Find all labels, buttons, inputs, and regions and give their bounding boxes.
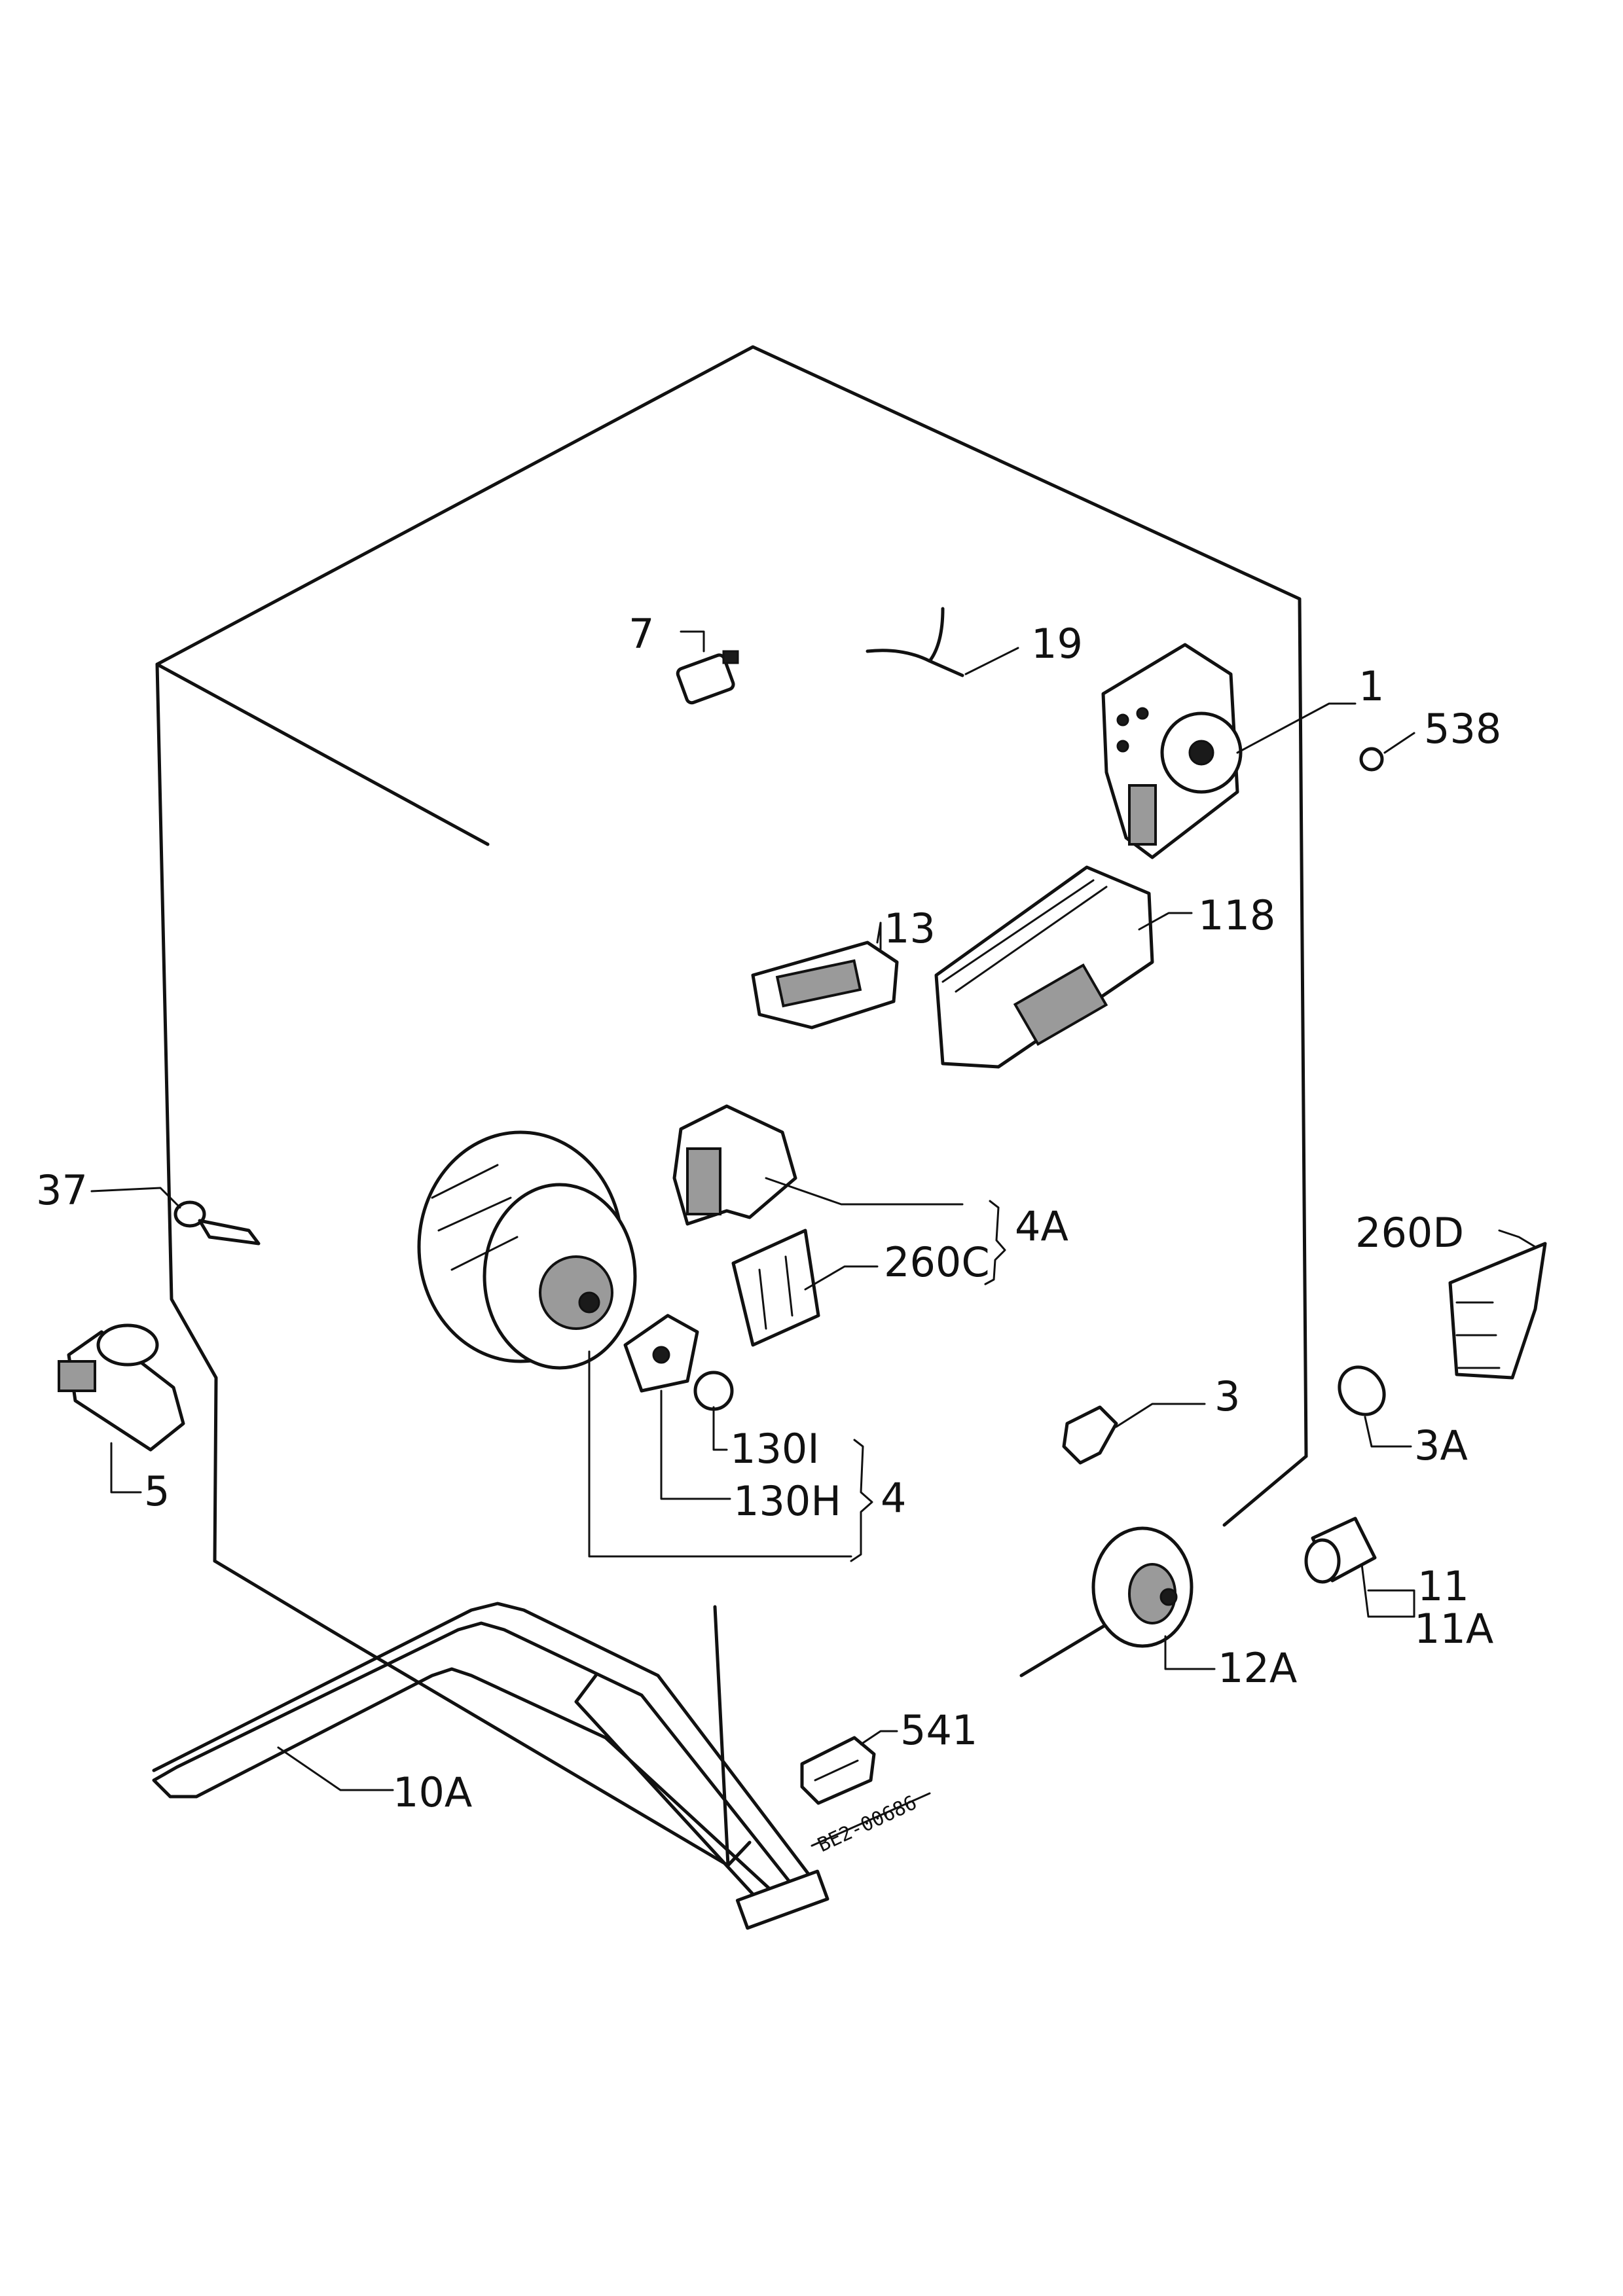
label-118: 118 xyxy=(1198,891,1275,939)
brace-4a xyxy=(984,1200,1006,1285)
brace-4 xyxy=(850,1439,873,1562)
part-12a-pump xyxy=(1091,1526,1216,1670)
part-538-nut xyxy=(1359,732,1415,772)
part-motor xyxy=(417,1130,637,1370)
part-3-thermostat xyxy=(1062,1403,1206,1465)
label-4: 4 xyxy=(881,1474,906,1522)
part-130h-part xyxy=(623,1314,731,1500)
leader-motor xyxy=(588,1350,852,1558)
part-3a-thermostat xyxy=(1338,1365,1412,1448)
part-118-control-module xyxy=(934,865,1193,1069)
label-11a: 11A xyxy=(1414,1605,1493,1653)
part-5-valve xyxy=(58,1323,185,1494)
part-19-wire xyxy=(866,607,1019,677)
part-10a-heater xyxy=(152,1602,830,1930)
part-37-clip xyxy=(90,1187,261,1246)
part-130i-part xyxy=(693,1371,734,1451)
part-1-timer xyxy=(1101,643,1357,859)
part-4a-relay xyxy=(672,1104,964,1226)
part-11-capacitor xyxy=(1304,1516,1415,1618)
label-7: 7 xyxy=(629,610,654,658)
label-12a: 12A xyxy=(1218,1644,1297,1692)
part-260c-bracket xyxy=(731,1229,879,1347)
label-538: 538 xyxy=(1424,705,1501,753)
label-3a: 3A xyxy=(1414,1422,1468,1469)
part-260d-bracket xyxy=(1448,1229,1547,1380)
part-541-connector xyxy=(800,1730,898,1805)
label-5: 5 xyxy=(144,1467,170,1515)
part-13-switch xyxy=(751,922,899,1030)
label-1: 1 xyxy=(1359,662,1384,710)
label-3: 3 xyxy=(1214,1372,1240,1420)
drawing-code: BE2-00686 xyxy=(814,1791,921,1857)
label-260d: 260D xyxy=(1355,1209,1464,1257)
label-19: 19 xyxy=(1031,620,1083,668)
drawing-code-underline xyxy=(811,1792,931,1847)
label-13: 13 xyxy=(884,905,936,952)
label-37: 37 xyxy=(36,1166,88,1214)
label-11: 11 xyxy=(1417,1562,1469,1610)
label-4a: 4A xyxy=(1015,1202,1068,1250)
label-130h: 130H xyxy=(733,1477,841,1525)
part-7-switch xyxy=(676,630,739,705)
label-10a: 10A xyxy=(393,1768,472,1816)
cabinet-outline xyxy=(155,345,1308,1867)
label-130i: 130I xyxy=(730,1425,820,1473)
label-541: 541 xyxy=(900,1706,977,1754)
label-260c: 260C xyxy=(884,1238,990,1286)
